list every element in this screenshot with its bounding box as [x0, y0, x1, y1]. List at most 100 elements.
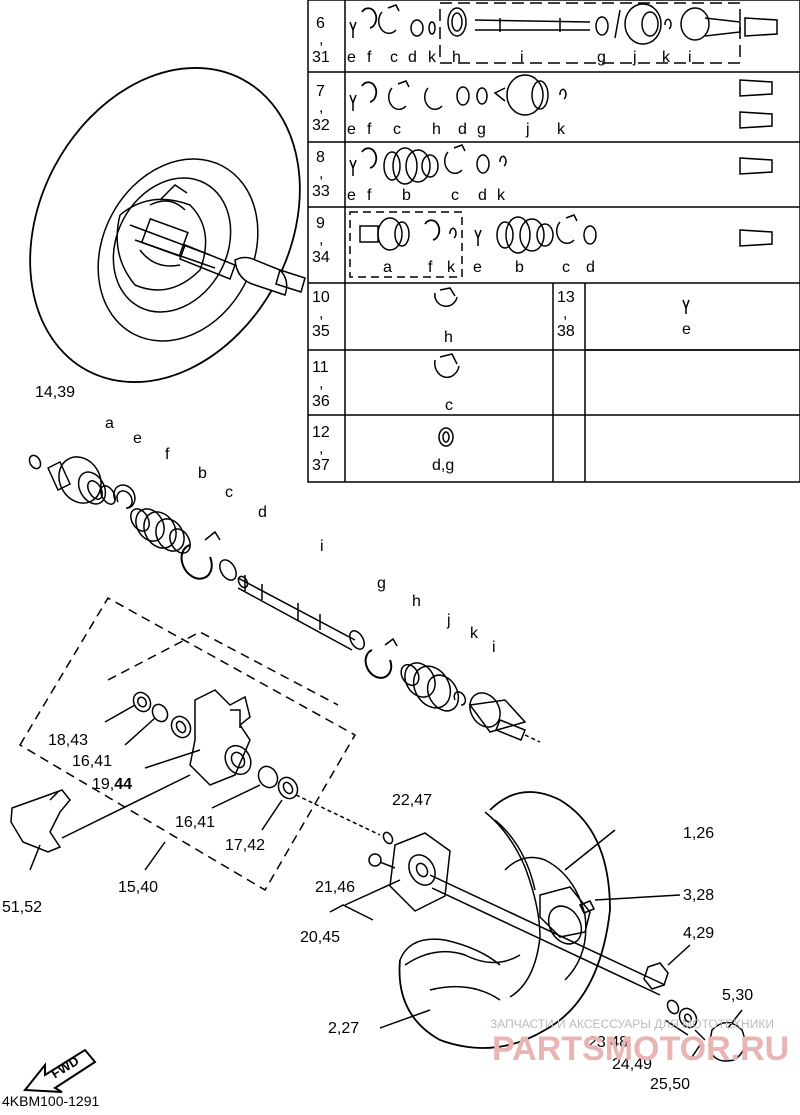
variant-table: [307, 0, 800, 483]
fwd-arrow: [23, 1048, 97, 1093]
label-k: k: [470, 625, 479, 642]
row1-letter-f: f: [367, 49, 372, 66]
part-labels: 14,39 a e f b c d i g h j k i 18,43 16,4…: [2, 384, 753, 1093]
row5-right-num-bottom: 38: [557, 323, 575, 340]
row2-letter-c: c: [393, 121, 401, 138]
row1-letter-e: e: [347, 49, 356, 66]
row4-letter-k: k: [447, 259, 456, 276]
row5-right-letter-e: e: [682, 321, 691, 338]
label-18-43: 18,43: [48, 732, 88, 749]
row4-letter-c: c: [562, 259, 570, 276]
row7-num-bottom: 37: [312, 457, 330, 474]
row4-letter-b: b: [515, 259, 524, 276]
row5-right-sep: ,: [563, 305, 567, 322]
shaft-assembly-exploded: [28, 454, 541, 743]
row3-letter-e: e: [347, 187, 356, 204]
row1-letter-h: h: [452, 49, 461, 66]
row3-sep: ,: [319, 165, 323, 182]
label-a: a: [105, 415, 114, 432]
row3-letter-c: c: [451, 187, 459, 204]
wheel-assembly-top: [29, 67, 306, 383]
row1-letter-c: c: [390, 49, 398, 66]
row2-letter-f: f: [367, 121, 372, 138]
label-16-41a: 16,41: [72, 753, 112, 770]
row2-letter-k: k: [557, 121, 566, 138]
label-b: b: [198, 465, 207, 482]
row2-letter-e: e: [347, 121, 356, 138]
label-f: f: [165, 446, 170, 463]
row6-letter-c: c: [445, 397, 453, 414]
row3-letter-d: d: [478, 187, 487, 204]
label-e: e: [133, 430, 142, 447]
row5-sep: ,: [319, 305, 323, 322]
label-2-27: 2,27: [328, 1020, 359, 1037]
row5-num-bottom: 35: [312, 323, 330, 340]
label-i1: i: [320, 538, 324, 555]
row1-letter-k2: k: [662, 49, 671, 66]
wheel-assembly-bottom: [329, 791, 746, 1062]
label-3-28: 3,28: [683, 887, 714, 904]
row3-letter-f: f: [367, 187, 372, 204]
label-24-49: 24,49: [612, 1056, 652, 1073]
row2-sep: ,: [319, 99, 323, 116]
row2-letter-j: j: [525, 121, 530, 138]
row4-letter-d: d: [586, 259, 595, 276]
row1-num-top: 6: [316, 15, 325, 32]
row4-num-top: 9: [316, 215, 325, 232]
label-1-26: 1,26: [683, 825, 714, 842]
watermark: ЗАПЧАСТИ И АКСЕССУАРЫ ДЛЯ МОТОТЕХНИКИ PA…: [490, 1017, 789, 1068]
label-16-41b: 16,41: [175, 814, 215, 831]
row3-num-top: 8: [316, 149, 325, 166]
row4-letter-e: e: [473, 259, 482, 276]
row6-num-bottom: 36: [312, 393, 330, 410]
row4-letter-f: f: [428, 259, 433, 276]
label-51-52: 51,52: [2, 899, 42, 916]
label-21-46: 21,46: [315, 879, 355, 896]
row1-letter-d: d: [408, 49, 417, 66]
row1-letter-k: k: [428, 49, 437, 66]
row1-sep: ,: [319, 31, 323, 48]
row1-letter-i2: i: [688, 49, 692, 66]
row5-right-num-top: 13: [557, 289, 575, 306]
row4-num-bottom: 34: [312, 249, 330, 266]
row5-num-top: 10: [312, 289, 330, 306]
row6-num-top: 11: [312, 359, 329, 376]
row6-sep: ,: [319, 375, 323, 392]
watermark-text: ЗАПЧАСТИ И АКСЕССУАРЫ ДЛЯ МОТОТЕХНИКИ: [490, 1017, 774, 1031]
label-23-48: 23,48: [588, 1034, 628, 1051]
watermark-brand: PARTSMOTOR.RU: [492, 1030, 789, 1068]
row3-letter-b: b: [402, 187, 411, 204]
row5-letter-h: h: [444, 329, 453, 346]
row2-num-bottom: 32: [312, 117, 330, 134]
label-5-30: 5,30: [722, 987, 753, 1004]
row2-letter-h: h: [432, 121, 441, 138]
row2-letter-d: d: [458, 121, 467, 138]
row1-letter-g: g: [597, 49, 606, 66]
knuckle-group: [18, 596, 381, 892]
row7-num-top: 12: [312, 424, 330, 441]
row1-letter-j: j: [632, 49, 637, 66]
label-14-39: 14,39: [35, 384, 75, 401]
row2-num-top: 7: [316, 83, 325, 100]
label-c: c: [225, 484, 233, 501]
row1-letter-i: i: [520, 49, 524, 66]
row3-letter-k: k: [497, 187, 506, 204]
row2-letter-g: g: [477, 121, 486, 138]
label-15-40: 15,40: [118, 879, 158, 896]
label-17-42: 17,42: [225, 837, 265, 854]
label-d: d: [258, 504, 267, 521]
row3-num-bottom: 33: [312, 183, 330, 200]
label-h: h: [412, 593, 421, 610]
label-19-44: 19,44: [92, 776, 132, 793]
label-4-29: 4,29: [683, 925, 714, 942]
label-25-50: 25,50: [650, 1076, 690, 1093]
label-20-45: 20,45: [300, 929, 340, 946]
diagram-code: 4KBM100-1291: [2, 1093, 100, 1109]
label-22-47: 22,47: [392, 792, 432, 809]
guard-part: [10, 774, 191, 871]
row4-sep: ,: [319, 231, 323, 248]
row1-num-bottom: 31: [312, 49, 330, 66]
row4-letter-a: a: [383, 259, 392, 276]
